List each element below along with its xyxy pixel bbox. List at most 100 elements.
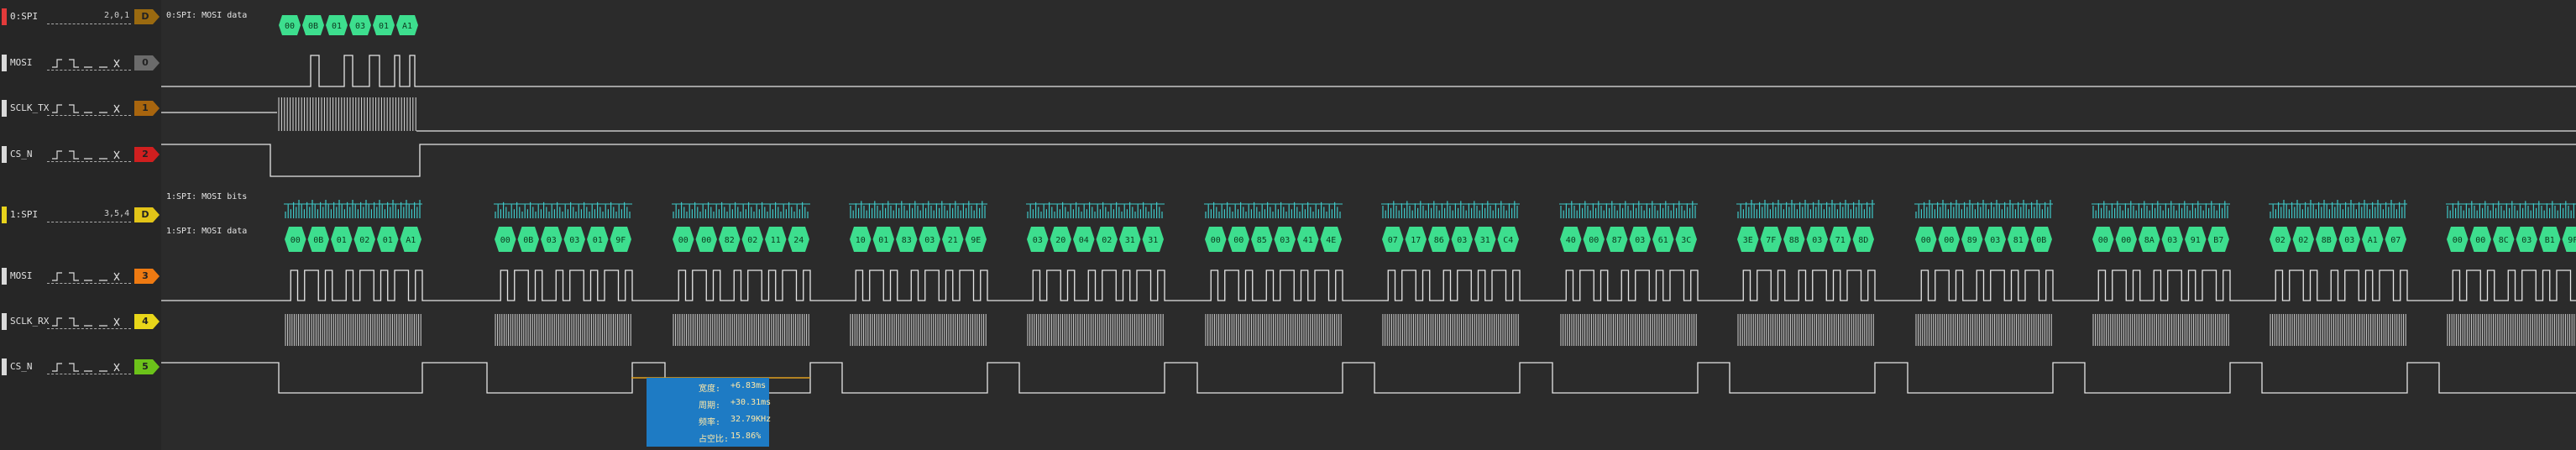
- spi1-byte-cell: [1320, 227, 1342, 252]
- spi1-byte-label: 82: [725, 236, 735, 245]
- channel-divider: [47, 161, 131, 162]
- channel-color-swatch: [2, 207, 7, 223]
- spi0-byte-cell: [349, 15, 371, 35]
- spi1-byte-cell: [1073, 227, 1095, 252]
- channel-tag-label: 1: [142, 102, 149, 113]
- trigger-options-icon[interactable]: [50, 149, 131, 160]
- channel-tag-label: 4: [142, 316, 149, 327]
- spi1-byte-label: 03: [1812, 236, 1822, 245]
- spi1-byte-cell: [2292, 227, 2314, 252]
- channel-tag-icon[interactable]: [134, 314, 160, 329]
- channel-tag: D: [134, 9, 160, 24]
- spi1-byte-cell: [2539, 227, 2561, 252]
- spi1-byte-cell: [695, 227, 717, 252]
- spi0-byte-cell: [279, 15, 301, 35]
- channel-color-swatch: [2, 100, 7, 117]
- spi1-byte-cell: [2493, 227, 2515, 252]
- channel-tag-icon[interactable]: [134, 55, 160, 71]
- spi1-byte-label: 10: [856, 236, 866, 245]
- spi1-byte-label: 02: [359, 236, 369, 245]
- spi1-byte-cell: [2185, 227, 2207, 252]
- spi0-byte-cell: [302, 15, 324, 35]
- channel-tag-icon[interactable]: [134, 269, 160, 284]
- channel-range: 3,5,4: [104, 209, 130, 218]
- spi1-byte-label: 0B: [2036, 236, 2046, 245]
- channel-tag-icon[interactable]: [134, 101, 160, 116]
- spi1-byte-cell: [2115, 227, 2137, 252]
- spi1-byte-label: 04: [1079, 236, 1089, 245]
- spi1-byte-cell: [1783, 227, 1805, 252]
- spi1-byte-cell: [587, 227, 609, 252]
- spi1-byte-label: 01: [337, 236, 347, 245]
- spi0-byte-label: 01: [379, 22, 389, 31]
- trigger-options-icon[interactable]: [50, 362, 131, 372]
- spi1-byte-cell: [788, 227, 809, 252]
- spi1-byte-cell: [850, 227, 872, 252]
- spi1-byte-label: 03: [1635, 236, 1645, 245]
- spi1-byte-cell: [2270, 227, 2291, 252]
- spi1-byte-label: 8C: [2499, 236, 2509, 245]
- spi1-byte-cell: [2362, 227, 2384, 252]
- spi1-byte-label: 71: [1835, 236, 1846, 245]
- spi1-byte-label: 00: [2098, 236, 2108, 245]
- spi1-byte-cell: [610, 227, 631, 252]
- spi1-byte-cell: [896, 227, 918, 252]
- channel-name: MOSI: [10, 270, 33, 281]
- spi1-byte-label: 11: [771, 236, 781, 245]
- spi1-byte-cell: [1984, 227, 2006, 252]
- spi1-byte-cell: [1428, 227, 1450, 252]
- channel-tag-icon[interactable]: [134, 147, 160, 162]
- spi1-byte-cell: [1606, 227, 1628, 252]
- spi1-byte-cell: [1852, 227, 1874, 252]
- trigger-options-icon[interactable]: [50, 103, 131, 113]
- spi1-byte-cell: [719, 227, 741, 252]
- spi1-byte-label: A1: [2368, 236, 2378, 245]
- spi1-byte-label: 20: [1055, 236, 1065, 245]
- measure-value: +6.83ms: [730, 381, 767, 390]
- spi1-byte-label: 03: [547, 236, 557, 245]
- spi1-byte-label: B1: [2545, 236, 2555, 245]
- trigger-options-icon[interactable]: [50, 271, 131, 281]
- channel-tag: 2: [134, 147, 160, 162]
- spi1-byte-cell: [765, 227, 787, 252]
- spi1-byte-cell: [2516, 227, 2537, 252]
- spi1-byte-label: 00: [1589, 236, 1599, 245]
- channel-tag-icon[interactable]: [134, 9, 160, 24]
- spi1-byte-label: 00: [1944, 236, 1954, 245]
- trigger-options-icon[interactable]: [50, 317, 131, 327]
- trigger-options-icon[interactable]: [50, 58, 131, 68]
- spi1-byte-cell: [2385, 227, 2406, 252]
- channel-name: 1:SPI: [10, 209, 39, 220]
- spi1-byte-label: 00: [1921, 236, 1931, 245]
- spi0-byte-cell: [373, 15, 395, 35]
- spi1-byte-cell: [331, 227, 353, 252]
- spi1-byte-cell: [1737, 227, 1759, 252]
- channel-tag-icon[interactable]: [134, 207, 160, 222]
- spi1-byte-label: 03: [2344, 236, 2354, 245]
- spi1-byte-label: 00: [291, 236, 301, 245]
- spi1-byte-cell: [1675, 227, 1697, 252]
- spi1-byte-cell: [1497, 227, 1519, 252]
- spi1-byte-label: 21: [948, 236, 958, 245]
- spi1-byte-label: 61: [1658, 236, 1668, 245]
- spi1-byte-cell: [1405, 227, 1427, 252]
- spi1-byte-cell: [2316, 227, 2338, 252]
- channel-color-swatch: [2, 55, 7, 71]
- channel-color-swatch: [2, 146, 7, 163]
- spi1-bits-label: 1:SPI: MOSI bits: [166, 192, 248, 201]
- spi1-byte-cell: [377, 227, 399, 252]
- channel-name: MOSI: [10, 57, 33, 68]
- spi0-byte-label: 03: [355, 22, 365, 31]
- spi1-byte-label: 87: [1612, 236, 1622, 245]
- channel-tag-icon[interactable]: [134, 359, 160, 374]
- spi1-byte-label: 02: [747, 236, 757, 245]
